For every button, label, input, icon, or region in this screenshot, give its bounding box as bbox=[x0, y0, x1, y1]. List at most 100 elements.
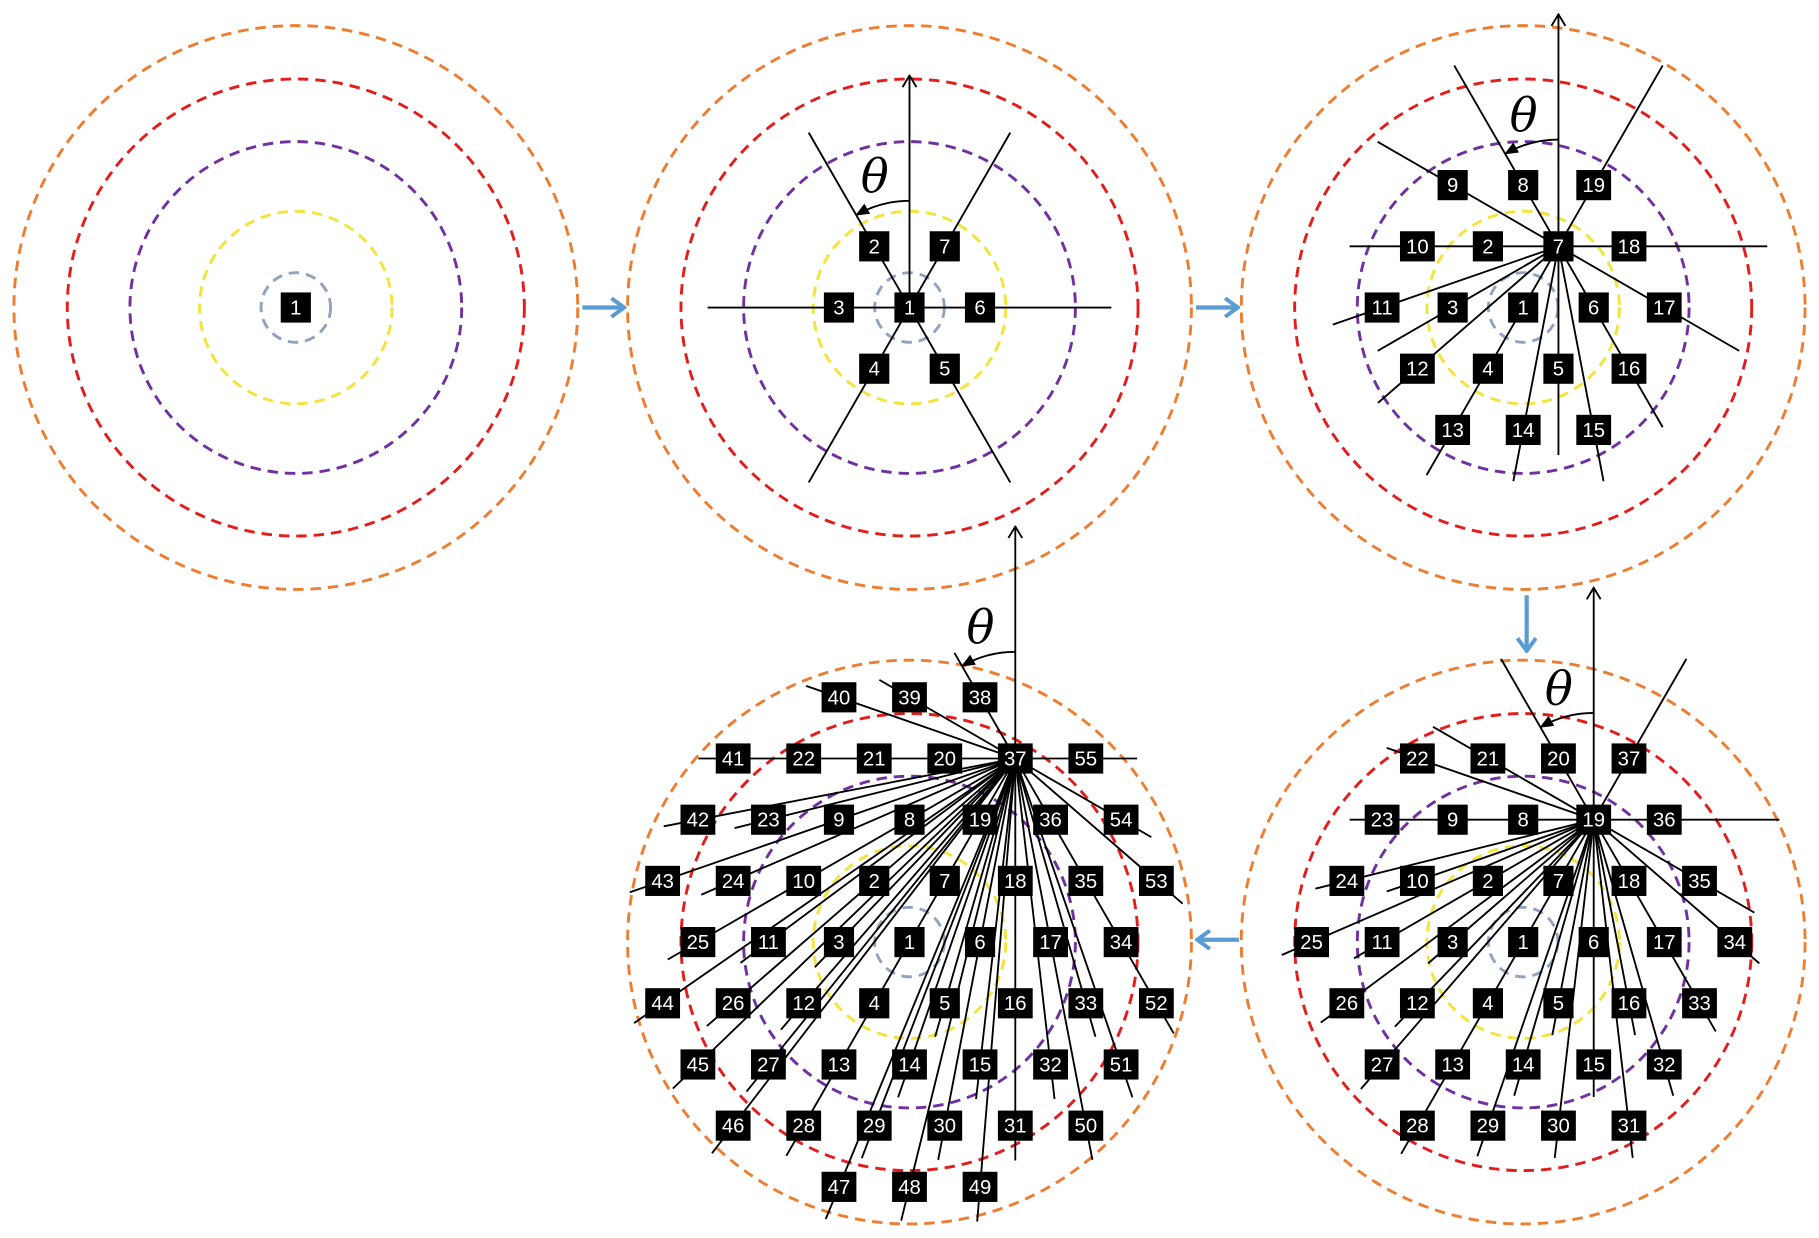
node-box bbox=[1543, 353, 1574, 384]
node: 28 bbox=[1399, 1110, 1435, 1141]
node-label: 10 bbox=[1406, 871, 1429, 893]
node-label: 31 bbox=[1618, 1116, 1641, 1138]
ray-line bbox=[700, 757, 1016, 896]
node-label: 3 bbox=[833, 297, 844, 319]
node-label: 4 bbox=[869, 993, 880, 1015]
node-box bbox=[1646, 927, 1682, 958]
node-label: 5 bbox=[939, 359, 950, 381]
node-box bbox=[1611, 231, 1647, 262]
node-box bbox=[1508, 804, 1539, 835]
node-box bbox=[1472, 865, 1503, 896]
node: 5 bbox=[929, 988, 960, 1019]
node: 26 bbox=[1329, 988, 1365, 1019]
node-box bbox=[1576, 804, 1612, 835]
node-box bbox=[1611, 988, 1647, 1019]
node: 21 bbox=[1470, 743, 1506, 774]
dashed-ring-3 bbox=[742, 774, 1077, 1110]
node: 16 bbox=[1611, 988, 1647, 1019]
node-box bbox=[280, 292, 311, 323]
node: 39 bbox=[892, 682, 927, 713]
node-label: 50 bbox=[1075, 1116, 1098, 1138]
node-box bbox=[1611, 1110, 1647, 1141]
node-label: 10 bbox=[792, 871, 815, 893]
node: 47 bbox=[821, 1171, 857, 1202]
node: 10 bbox=[786, 865, 822, 896]
theta-label: θ bbox=[861, 150, 889, 204]
node-box bbox=[1437, 292, 1468, 323]
node-box bbox=[1470, 1110, 1506, 1141]
node-label: 29 bbox=[863, 1116, 886, 1138]
node: 18 bbox=[1611, 865, 1647, 896]
ray-line bbox=[667, 757, 1016, 961]
dashed-ring-5 bbox=[1239, 24, 1807, 591]
dashed-ring-2 bbox=[811, 844, 1008, 1040]
node: 1 bbox=[1508, 292, 1539, 323]
node: 5 bbox=[1543, 353, 1574, 384]
node-label: 17 bbox=[1039, 932, 1062, 954]
ray-line bbox=[739, 757, 1016, 964]
node: 55 bbox=[1068, 743, 1104, 774]
node: 23 bbox=[1364, 804, 1400, 835]
theta-arc-arrow bbox=[1504, 138, 1559, 155]
dashed-ring-4 bbox=[65, 77, 526, 538]
node-box bbox=[1470, 743, 1506, 774]
node-box bbox=[821, 682, 857, 713]
node: 49 bbox=[962, 1171, 998, 1202]
node: 8 bbox=[1508, 170, 1539, 201]
panel-1: 1 bbox=[12, 24, 580, 591]
node-box bbox=[892, 1049, 927, 1080]
node: 11 bbox=[751, 927, 786, 958]
ray-fan bbox=[707, 132, 1112, 483]
node-label: 33 bbox=[1688, 993, 1711, 1015]
node: 50 bbox=[1068, 1110, 1104, 1141]
node: 36 bbox=[1646, 804, 1682, 835]
node: 14 bbox=[1505, 414, 1541, 445]
node: 8 bbox=[1508, 804, 1539, 835]
node-label: 13 bbox=[828, 1054, 851, 1076]
node: 28 bbox=[786, 1110, 822, 1141]
node: 37 bbox=[997, 743, 1033, 774]
node-label: 12 bbox=[792, 993, 815, 1015]
ray-line bbox=[1360, 819, 1595, 1090]
node-box bbox=[1068, 743, 1104, 774]
node: 38 bbox=[962, 682, 998, 713]
node: 36 bbox=[1033, 804, 1068, 835]
node-box bbox=[1508, 170, 1539, 201]
node-box bbox=[786, 988, 822, 1019]
node: 10 bbox=[1399, 865, 1435, 896]
node-label: 38 bbox=[969, 687, 992, 709]
node-box bbox=[1611, 353, 1647, 384]
node: 35 bbox=[1068, 865, 1104, 896]
node-label: 43 bbox=[651, 871, 674, 893]
node-box bbox=[1682, 988, 1717, 1019]
node-label: 19 bbox=[1582, 175, 1605, 197]
node-box bbox=[715, 743, 751, 774]
node: 53 bbox=[1138, 865, 1174, 896]
node: 30 bbox=[927, 1110, 963, 1141]
node-label: 7 bbox=[939, 236, 950, 258]
node-label: 52 bbox=[1145, 993, 1168, 1015]
ray-line bbox=[824, 758, 1017, 1220]
node-box bbox=[1646, 292, 1682, 323]
node-box bbox=[892, 682, 927, 713]
node: 1 bbox=[1508, 927, 1539, 958]
node-label: 16 bbox=[1618, 993, 1641, 1015]
node: 3 bbox=[823, 292, 855, 323]
node-label: 37 bbox=[1618, 748, 1641, 770]
node: 17 bbox=[1646, 927, 1682, 958]
node-label: 26 bbox=[1336, 993, 1359, 1015]
node-label: 1 bbox=[904, 932, 915, 954]
node-box bbox=[1541, 743, 1576, 774]
node-box bbox=[1505, 414, 1541, 445]
node-label: 3 bbox=[833, 932, 844, 954]
node-box bbox=[715, 988, 751, 1019]
node-box bbox=[1399, 988, 1435, 1019]
node: 4 bbox=[1472, 353, 1503, 384]
node-label: 24 bbox=[1336, 871, 1359, 893]
node: 45 bbox=[680, 1049, 716, 1080]
node-label: 7 bbox=[1553, 236, 1564, 258]
node-box bbox=[1329, 865, 1365, 896]
node-box bbox=[1646, 1049, 1682, 1080]
node-label: 39 bbox=[898, 687, 921, 709]
